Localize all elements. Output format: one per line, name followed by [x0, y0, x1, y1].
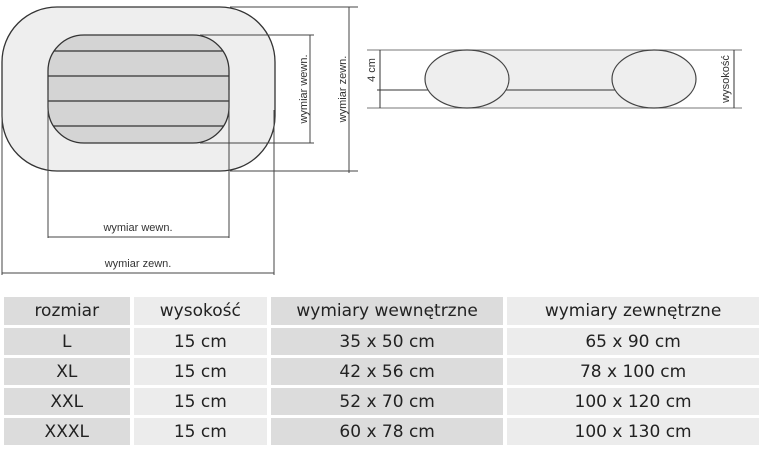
- right-bolster: [611, 49, 697, 109]
- table-row: XL 15 cm 42 x 56 cm 78 x 100 cm: [4, 358, 759, 385]
- cell-outer: 65 x 90 cm: [507, 328, 759, 355]
- top-view: wymiar wewn. wymiar zewn. wymiar wewn. w…: [1, 6, 358, 275]
- cushion-stripes: [48, 50, 229, 127]
- cell-size: L: [4, 328, 130, 355]
- inner-width-label: wymiar wewn.: [102, 222, 172, 234]
- inner-length-label: wymiar wewn.: [298, 54, 310, 124]
- outer-length-label: wymiar zewn.: [337, 56, 349, 124]
- cell-inner: 42 x 56 cm: [271, 358, 504, 385]
- inner-cushion-shape: [47, 34, 230, 144]
- cell-outer: 100 x 120 cm: [507, 388, 759, 415]
- cell-outer: 100 x 130 cm: [507, 418, 759, 445]
- outer-width-label: wymiar zewn.: [104, 258, 172, 270]
- cell-size: XL: [4, 358, 130, 385]
- size-table: rozmiar wysokość wymiary wewnętrzne wymi…: [0, 294, 763, 448]
- dimension-lines: [1, 6, 358, 275]
- header-height: wysokość: [133, 297, 268, 325]
- cell-inner: 35 x 50 cm: [271, 328, 504, 355]
- bottom-thickness-label: 4 cm: [366, 58, 378, 82]
- table-header-row: rozmiar wysokość wymiary wewnętrzne wymi…: [4, 297, 759, 325]
- side-view: 4 cm wysokość: [366, 49, 742, 109]
- cell-height: 15 cm: [133, 328, 268, 355]
- header-inner-dimensions: wymiary wewnętrzne: [271, 297, 504, 325]
- table-row: L 15 cm 35 x 50 cm 65 x 90 cm: [4, 328, 759, 355]
- table-row: XXL 15 cm 52 x 70 cm 100 x 120 cm: [4, 388, 759, 415]
- cell-height: 15 cm: [133, 418, 268, 445]
- left-bolster: [424, 49, 510, 109]
- header-size: rozmiar: [4, 297, 130, 325]
- header-outer-dimensions: wymiary zewnętrzne: [507, 297, 759, 325]
- table-row: XXXL 15 cm 60 x 78 cm 100 x 130 cm: [4, 418, 759, 445]
- cell-height: 15 cm: [133, 388, 268, 415]
- cell-inner: 60 x 78 cm: [271, 418, 504, 445]
- size-diagram: wymiar wewn. wymiar zewn. wymiar wewn. w…: [1, 6, 742, 275]
- cell-height: 15 cm: [133, 358, 268, 385]
- height-label: wysokość: [720, 55, 732, 104]
- cell-inner: 52 x 70 cm: [271, 388, 504, 415]
- cell-size: XXL: [4, 388, 130, 415]
- cell-outer: 78 x 100 cm: [507, 358, 759, 385]
- cell-size: XXXL: [4, 418, 130, 445]
